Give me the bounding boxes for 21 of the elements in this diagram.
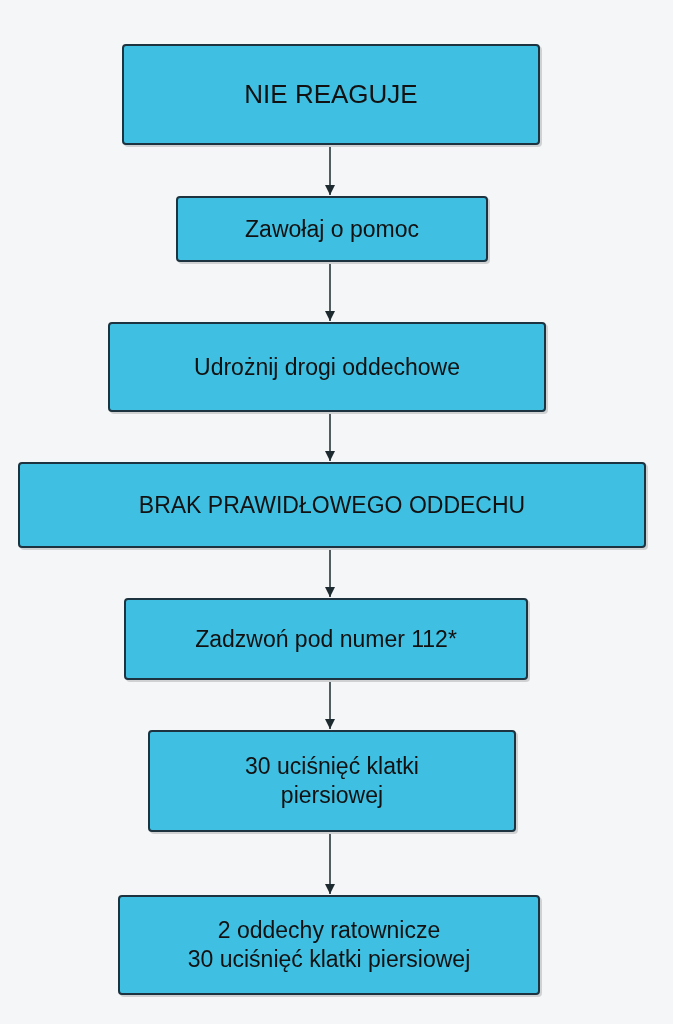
- arrow: [325, 549, 335, 598]
- process-box: [108, 322, 546, 412]
- box-text: Zadzwoń pod numer 112*: [195, 624, 457, 654]
- arrow: [325, 833, 335, 895]
- process-box: [122, 44, 540, 145]
- box-text: Udrożnij drogi oddechowe: [194, 352, 460, 382]
- process-box: [118, 895, 540, 995]
- process-box: [176, 196, 488, 262]
- arrow: [325, 146, 335, 196]
- process-box: [148, 730, 516, 832]
- box-text: 30 uciśnięć klatki piersiowej: [187, 945, 471, 974]
- box-text: 30 uciśnięć klatki piersiowej: [244, 752, 420, 810]
- arrow: [325, 413, 335, 462]
- process-box: [124, 598, 528, 680]
- box-text: 2 oddechy ratownicze: [217, 916, 441, 945]
- arrow: [325, 681, 335, 730]
- arrow: [325, 263, 335, 322]
- box-text: BRAK PRAWIDŁOWEGO ODDECHU: [138, 490, 526, 520]
- box-text: NIE REAGUJE: [244, 78, 418, 111]
- process-box: [18, 462, 646, 548]
- box-text: Zawołaj o pomoc: [245, 214, 419, 244]
